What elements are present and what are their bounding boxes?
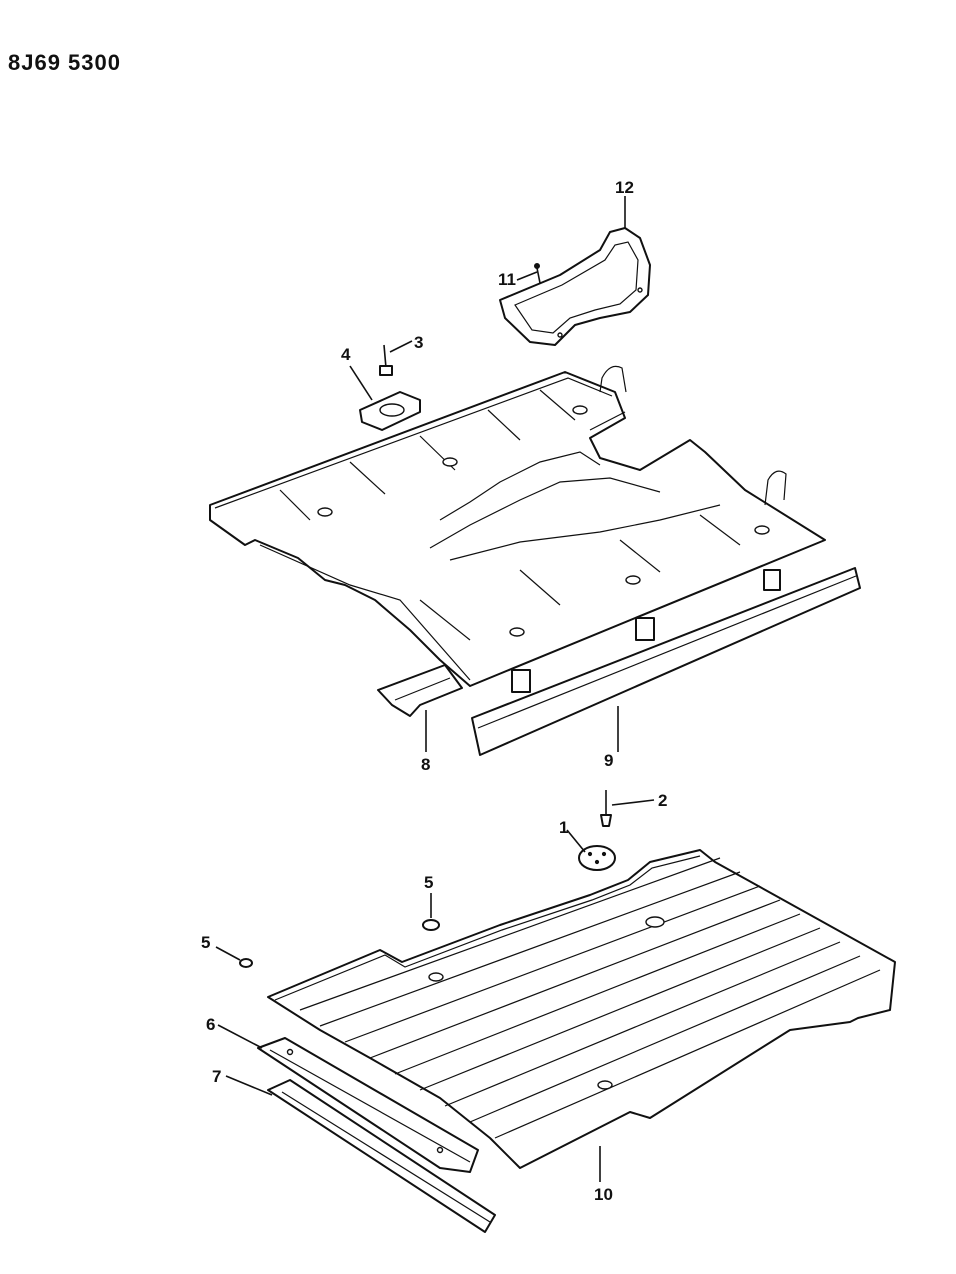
part-6-crossmember (257, 1037, 479, 1173)
callout-7: 7 (212, 1067, 221, 1086)
callout-5-lower: 5 (201, 933, 210, 952)
part-1-plug (578, 845, 616, 871)
diagram-code: 8J69 5300 (8, 50, 121, 75)
part-5-plug-a (422, 919, 440, 931)
part-8-rear-floor-pan (267, 849, 896, 1169)
callout-6: 6 (206, 1015, 215, 1034)
callout-10: 9 (604, 751, 613, 770)
part-12-seat-riser (499, 227, 651, 346)
part-3-bolt (379, 344, 393, 376)
callout-5-upper: 5 (424, 873, 433, 892)
callout-1: 1 (559, 818, 568, 837)
part-5-plug-b (239, 958, 253, 968)
front-floor-pan (209, 365, 826, 693)
part-4-bracket (359, 391, 421, 431)
part-7-channel (267, 1079, 496, 1233)
callout-2: 2 (658, 791, 667, 810)
callout-3: 3 (414, 333, 423, 352)
part-11-screw (534, 263, 541, 284)
callout-11: 11 (498, 270, 516, 289)
leader-lines (215, 196, 655, 1182)
callout-labels: 12 11 3 4 8 9 2 1 5 5 6 7 10 (201, 178, 667, 1204)
callout-8: 10 (594, 1185, 613, 1204)
callout-12: 12 (615, 178, 634, 197)
part-2-pin (600, 790, 612, 827)
part-10-sill (471, 567, 861, 756)
callout-9: 8 (421, 755, 430, 774)
callout-4: 4 (341, 345, 351, 364)
part-9-bracket (377, 664, 463, 717)
